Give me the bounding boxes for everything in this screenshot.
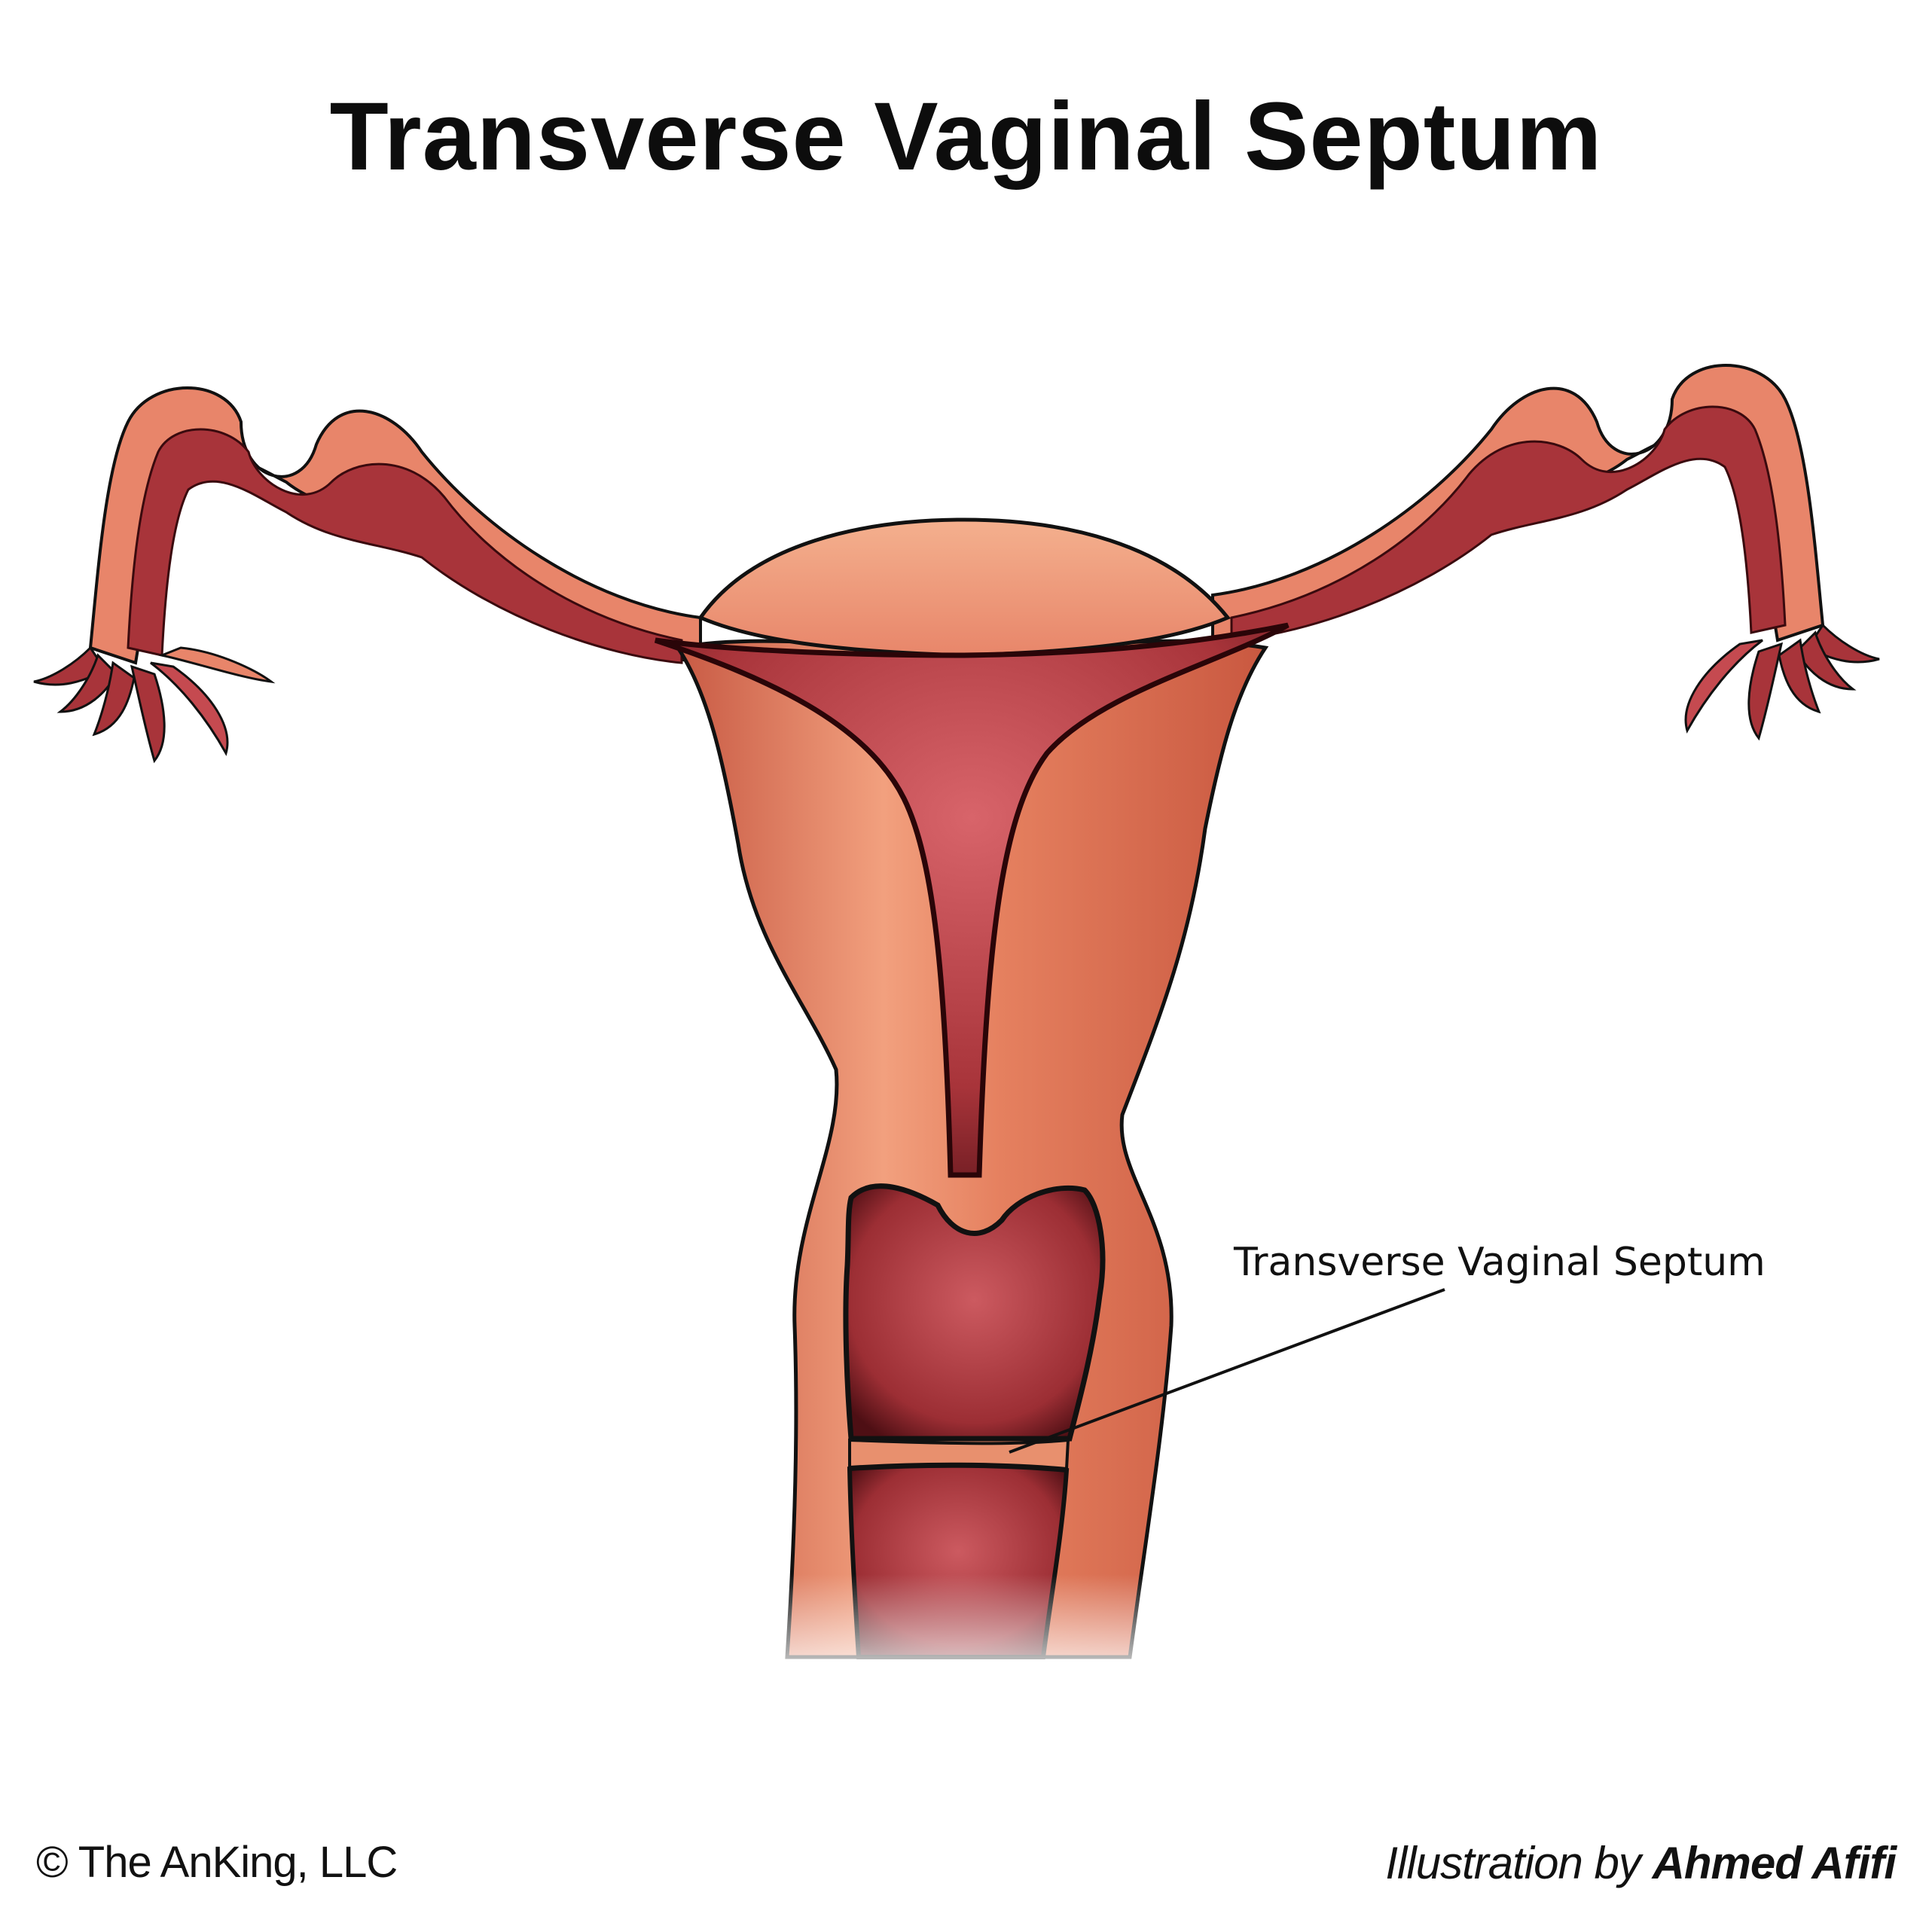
credit-prefix: Illustration by [1385,1838,1641,1888]
credit-name: Ahmed Afifi [1652,1838,1897,1888]
right-fallopian-tube [1211,364,1880,741]
septum-label: Transverse Vaginal Septum [1234,1240,1766,1285]
diagram-title: Transverse Vaginal Septum [329,83,1603,191]
uterine-fundus [697,517,1232,658]
illustration-credit: Illustration by Ahmed Afifi [1385,1838,1897,1888]
uterine-cavity [654,622,1290,1178]
left-fallopian-tube [33,386,702,764]
copyright-text: © The AnKing, LLC [36,1838,398,1887]
septum-leader-line [1009,1288,1445,1454]
upper-vaginal-chamber [843,1183,1106,1442]
bottom-fade [738,1574,1190,1695]
